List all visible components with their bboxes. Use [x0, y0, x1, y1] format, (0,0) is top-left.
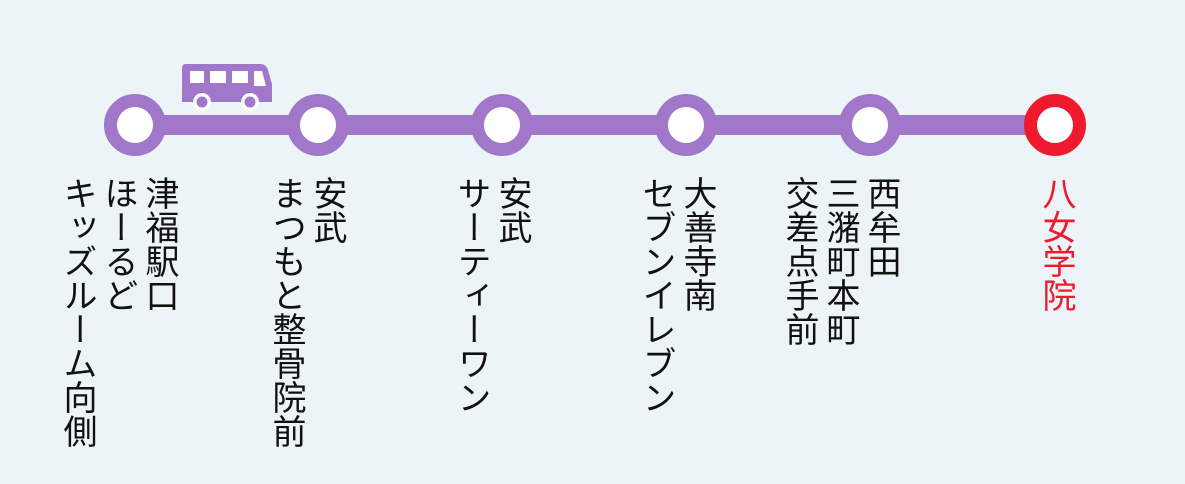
stop-name-line: セブンイレブン — [636, 176, 676, 414]
stop-marker-destination[interactable] — [1024, 94, 1086, 156]
stop-name-line: まつもと整骨院前 — [266, 176, 306, 448]
stop-label-4[interactable]: 大善寺南 セブンイレブン — [635, 176, 717, 414]
stop-label-destination[interactable]: 八女学院 — [1035, 176, 1076, 312]
stop-name-line: サーティーワン — [451, 176, 491, 414]
stop-marker-1[interactable] — [104, 94, 166, 156]
stop-name-line: 津福駅口 — [139, 176, 179, 312]
stop-label-5[interactable]: 西牟田 三潴町本町 交差点手前 — [778, 176, 901, 346]
stop-marker-4[interactable] — [655, 94, 717, 156]
stop-name-line: ほーるど — [98, 176, 138, 312]
stop-label-2[interactable]: 安武 まつもと整骨院前 — [265, 176, 347, 448]
stop-label-1[interactable]: 津福駅口 ほーるど キッズルーム向側 — [56, 176, 179, 448]
stop-marker-3[interactable] — [471, 94, 533, 156]
stop-name-line: 安武 — [492, 176, 532, 244]
stop-label-3[interactable]: 安武 サーティーワン — [450, 176, 532, 414]
stop-name-line: 安武 — [307, 176, 347, 244]
stop-marker-2[interactable] — [287, 94, 349, 156]
stop-name-line: 大善寺南 — [677, 176, 717, 312]
stop-name-line: キッズルーム向側 — [57, 176, 97, 448]
stop-name-line: 八女学院 — [1036, 176, 1076, 312]
stop-name-line: 西牟田 — [861, 176, 901, 278]
stop-name-line: 交差点手前 — [779, 176, 819, 346]
route-line — [135, 115, 1055, 135]
bus-icon — [182, 64, 272, 111]
stop-marker-5[interactable] — [839, 94, 901, 156]
stop-name-line: 三潴町本町 — [820, 176, 860, 346]
